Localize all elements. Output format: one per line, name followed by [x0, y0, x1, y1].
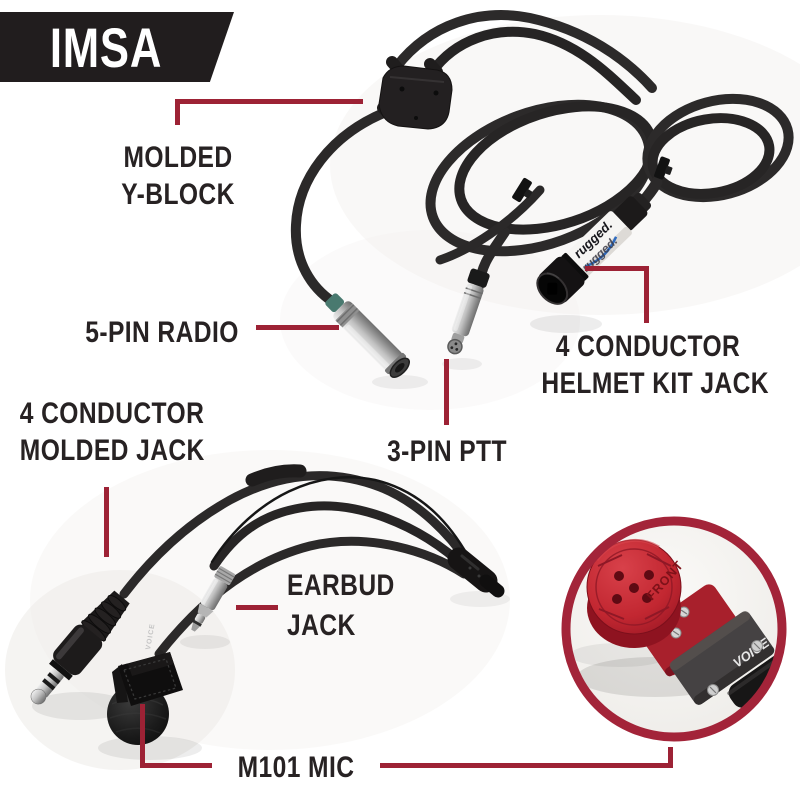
- callout-earbud-jack-line1: EARBUD: [287, 569, 395, 602]
- cable-tie-right: [654, 156, 673, 180]
- leader-y-block-v: [175, 99, 180, 125]
- callout-three-pin-ptt: 3-PIN PTT: [365, 433, 529, 470]
- callout-molded-jack-line1: 4 CONDUCTOR: [19, 397, 205, 430]
- leader-inset-h: [380, 763, 673, 768]
- banner-title: IMSA: [49, 15, 163, 79]
- callout-three-pin-ptt-label: 3-PIN PTT: [387, 435, 507, 468]
- callout-earbud-jack: EARBUD JACK: [287, 566, 395, 646]
- callout-m101-mic: M101 MIC: [222, 749, 370, 786]
- top-harness-photo: rugged. rugged.: [290, 10, 794, 389]
- callout-molded-y-block: MOLDED Y-BLOCK: [96, 139, 260, 213]
- callout-molded-jack: 4 CONDUCTOR MOLDED JACK: [19, 395, 205, 469]
- leader-helmet-h: [585, 266, 649, 271]
- y-block: [377, 56, 453, 130]
- leader-ptt-v: [444, 359, 449, 425]
- mic-detail-inset: VOICE: [561, 516, 787, 742]
- leader-molded-jack-v: [104, 487, 109, 557]
- leader-m101-h: [140, 763, 212, 768]
- leader-inset-v: [668, 747, 673, 768]
- callout-helmet-kit-jack-line2: HELMET KIT JACK: [541, 367, 769, 400]
- callout-five-pin-radio: 5-PIN RADIO: [72, 314, 252, 351]
- three-pin-ptt-connector: [447, 268, 490, 355]
- five-pin-radio-connector: [325, 293, 410, 378]
- callout-molded-jack-line2: MOLDED JACK: [19, 434, 205, 467]
- callout-helmet-kit-jack-line1: 4 CONDUCTOR: [555, 330, 741, 363]
- leader-m101-v: [140, 704, 145, 768]
- callout-five-pin-radio-label: 5-PIN RADIO: [85, 316, 239, 349]
- callout-m101-mic-label: M101 MIC: [237, 751, 355, 784]
- imsa-banner: IMSA: [0, 12, 234, 82]
- leader-helmet-v: [644, 266, 649, 323]
- inset-ring: [561, 516, 787, 742]
- bottom-kit-photo: VOICE: [30, 464, 510, 760]
- leader-y-block-h: [175, 99, 363, 104]
- cable-tie-left: [512, 177, 533, 203]
- four-conductor-molded-jack: [30, 590, 130, 705]
- m101-mic: VOICE: [107, 623, 183, 745]
- callout-molded-y-block-line1: MOLDED: [123, 141, 233, 174]
- leader-earbud-h: [236, 605, 278, 610]
- callout-earbud-jack-line2: JACK: [287, 609, 356, 642]
- cable-junction-tip: [447, 547, 505, 598]
- leader-five-pin-h: [256, 325, 339, 330]
- callout-molded-y-block-line2: Y-BLOCK: [121, 178, 235, 211]
- voice-mic-cable-text: VOICE: [145, 623, 157, 651]
- earbud-jack-connector: [191, 566, 236, 632]
- callout-helmet-kit-jack: 4 CONDUCTOR HELMET KIT JACK: [541, 328, 769, 402]
